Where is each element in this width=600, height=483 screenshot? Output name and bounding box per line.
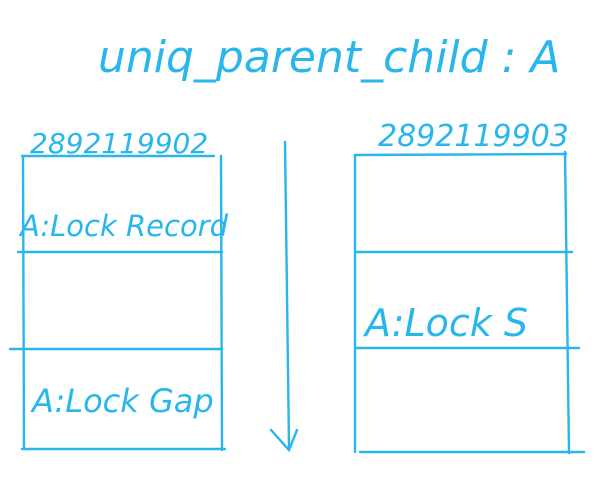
left-table: 2892119902 A:Lock Record A:Lock Gap: [8, 127, 229, 452]
diagram-title: uniq_parent_child : A: [98, 32, 560, 83]
right-table-top-line: [353, 152, 568, 157]
right-table: 2892119903 A:Lock S: [353, 119, 586, 455]
left-table-left-edge: [21, 155, 26, 451]
right-table-id: 2892119903: [378, 119, 569, 154]
down-arrow-icon: [269, 140, 299, 453]
left-table-cell-3: A:Lock Gap: [30, 382, 214, 420]
left-table-cell-1: A:Lock Record: [18, 209, 229, 243]
right-table-right-edge: [563, 150, 571, 455]
left-table-right-edge: [219, 154, 224, 452]
left-table-id: 2892119902: [30, 127, 208, 160]
right-table-cell-2: A:Lock S: [362, 301, 528, 345]
